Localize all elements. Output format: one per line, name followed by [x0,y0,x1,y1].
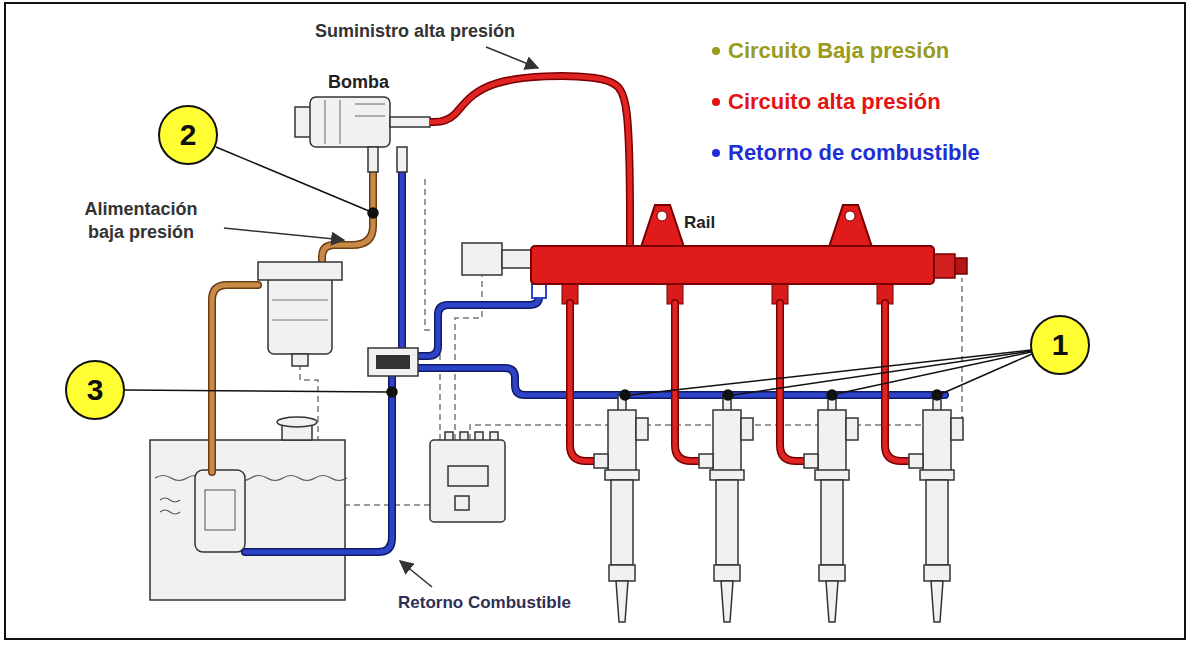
node-text: 1 [1052,330,1069,360]
legend-item: Circuito alta presión [712,89,941,115]
pump-unit: Bomba [290,70,430,172]
legend-swatch [712,98,720,106]
node-text: Bomba [328,72,389,93]
pump-illustration [295,97,430,172]
node-text: Rail [684,213,715,233]
legend-text: Circuito alta presión [728,89,941,115]
common-rail: Rail [530,245,935,285]
callout-number: 2 [158,105,218,165]
legend-swatch [712,149,720,157]
fuel-filter [258,262,342,366]
injector-row [562,284,963,622]
pipe-label: Retorno Combustible [398,592,571,614]
high-pressure-pipe [430,76,630,245]
callout-number: 1 [1030,315,1090,375]
callout-number: 3 [65,360,125,420]
pipe-label: Suministro alta presión [315,20,515,43]
legend-text: Retorno de combustible [728,140,980,166]
frame [5,3,1185,639]
legend-text: Circuito Baja presión [728,38,949,64]
pipe-core [430,76,630,245]
callout-leaders [125,147,1032,400]
pipe-label: Alimentación baja presión [66,198,216,245]
legend-swatch [712,47,720,55]
label-arrows [224,47,538,587]
low-pressure-line [212,172,373,472]
node-text: 3 [87,375,104,405]
legend-item: Circuito Baja presión [712,38,949,64]
ecu-unit [430,432,505,522]
legend-item: Retorno de combustible [712,140,980,166]
rail-parts [462,205,967,298]
pipe-outline [430,76,630,245]
fuel-tank [150,417,347,600]
node-text: 2 [180,120,197,150]
